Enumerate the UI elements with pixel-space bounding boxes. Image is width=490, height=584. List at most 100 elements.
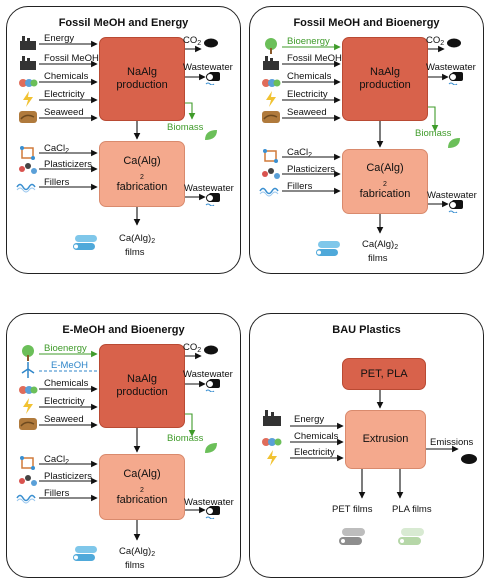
input-label: Chemicals [287,71,332,82]
input-cacl2-label: CaCl2 [287,147,313,159]
input-label: Plasticizers [44,159,93,170]
input-label: Bioenergy [287,36,330,47]
product-label: PLA films [392,504,432,515]
input-cacl2-label: CaCl2 [44,454,70,466]
fibers-icon [16,494,36,504]
wastewater-pipe-icon [448,72,463,85]
wastewater-pipe-icon [205,379,220,392]
wind-turbine-icon [21,362,35,378]
input-label: Electricity [287,89,328,100]
fibers-icon [16,183,36,193]
input-label: Fossil MeOH [44,53,99,64]
input-label: Electricity [44,396,85,407]
leaf-icon [205,443,217,453]
input-label: Chemicals [44,378,89,389]
molecule-icon [263,149,278,163]
input-cacl2-label: CaCl2 [44,143,70,155]
byproduct-label: Biomass [167,433,204,444]
flasks-icon [19,386,38,394]
product-label: films [125,247,145,258]
leaf-icon [448,138,460,148]
output-label: Emissions [430,437,474,448]
molecule-chain-icon [19,475,37,486]
molecule-chain-icon [19,163,37,174]
input-label: Energy [294,414,325,425]
seaweed-icon [19,111,37,123]
wastewater-pipe-icon [205,72,220,85]
seaweed-icon [262,111,280,123]
panel-bau-plastics: BAU Plastics PET, PLA Energy Chemicals E… [249,313,484,578]
wastewater-pipe-icon [448,200,463,213]
input-label: Plasticizers [287,164,336,175]
molecule-icon [20,456,35,470]
input-label: Electricity [44,89,85,100]
panel-title: BAU Plastics [332,324,401,336]
output-label: Wastewater [183,62,233,73]
cloud-icon [447,38,461,48]
cloud-icon [461,454,477,464]
wastewater-pipe-icon [205,506,220,519]
input-label: Energy [44,33,75,44]
panel-emeoh-bioenergy: E-MeOH and Bioenergy Bioenergy E-MeOH Ch… [6,313,241,578]
panel-title: Fossil MeOH and Bioenergy [293,17,440,29]
feedstock-pet-pla: PET, PLA [342,358,426,390]
pet-film-rolls-icon [339,528,365,545]
process-extrusion: Extrusion [345,410,426,469]
tree-icon [22,345,34,361]
input-label: E-MeOH [51,360,88,371]
output-co2-label: CO2 [426,35,445,47]
output-label: Wastewater [427,190,477,201]
flow-arrows [39,350,206,541]
input-label: Bioenergy [44,343,87,354]
lightning-icon [266,91,276,107]
input-label: Plasticizers [44,471,93,482]
product-label: PET films [332,504,373,515]
input-label: Seaweed [44,414,84,425]
product-label: films [368,253,388,264]
film-rolls-icon [73,235,97,250]
input-label: Fillers [44,488,70,499]
panel-title: E-MeOH and Bioenergy [62,324,185,336]
fibers-icon [259,187,279,197]
output-label: Wastewater [184,497,234,508]
factory-icon [20,36,36,50]
input-label: Chemicals [44,71,89,82]
flasks-icon [262,438,282,446]
tree-icon [265,38,277,54]
input-label: Seaweed [44,107,84,118]
wastewater-pipe-icon [205,193,220,206]
lightning-icon [267,450,277,466]
panel-fossil-meoh-energy: Fossil MeOH and Energy Energy Fossil MeO… [6,6,241,274]
flow-arrows [290,387,459,499]
cloud-icon [204,38,218,48]
pla-film-rolls-icon [398,528,424,545]
panel-title: Fossil MeOH and Energy [58,17,189,29]
factory-icon [263,410,281,426]
byproduct-label: Biomass [167,122,204,133]
flow-arrows [282,43,449,234]
output-co2-label: CO2 [183,342,202,354]
product-caalg2-label: Ca(Alg)2 [119,546,156,558]
input-label: Fillers [44,177,70,188]
molecule-icon [20,146,35,160]
seaweed-icon [19,418,37,430]
factory-icon [20,56,36,70]
input-label: Fillers [287,181,313,192]
product-caalg2-label: Ca(Alg)2 [119,233,156,245]
leaf-icon [205,130,217,140]
input-label: Chemicals [294,431,339,442]
output-co2-label: CO2 [183,35,202,47]
byproduct-label: Biomass [415,128,452,139]
input-label: Fossil MeOH [287,53,342,64]
film-rolls-icon [73,546,97,561]
output-label: Wastewater [426,62,476,73]
factory-icon [263,56,279,70]
output-label: Wastewater [184,183,234,194]
lightning-icon [23,91,33,107]
